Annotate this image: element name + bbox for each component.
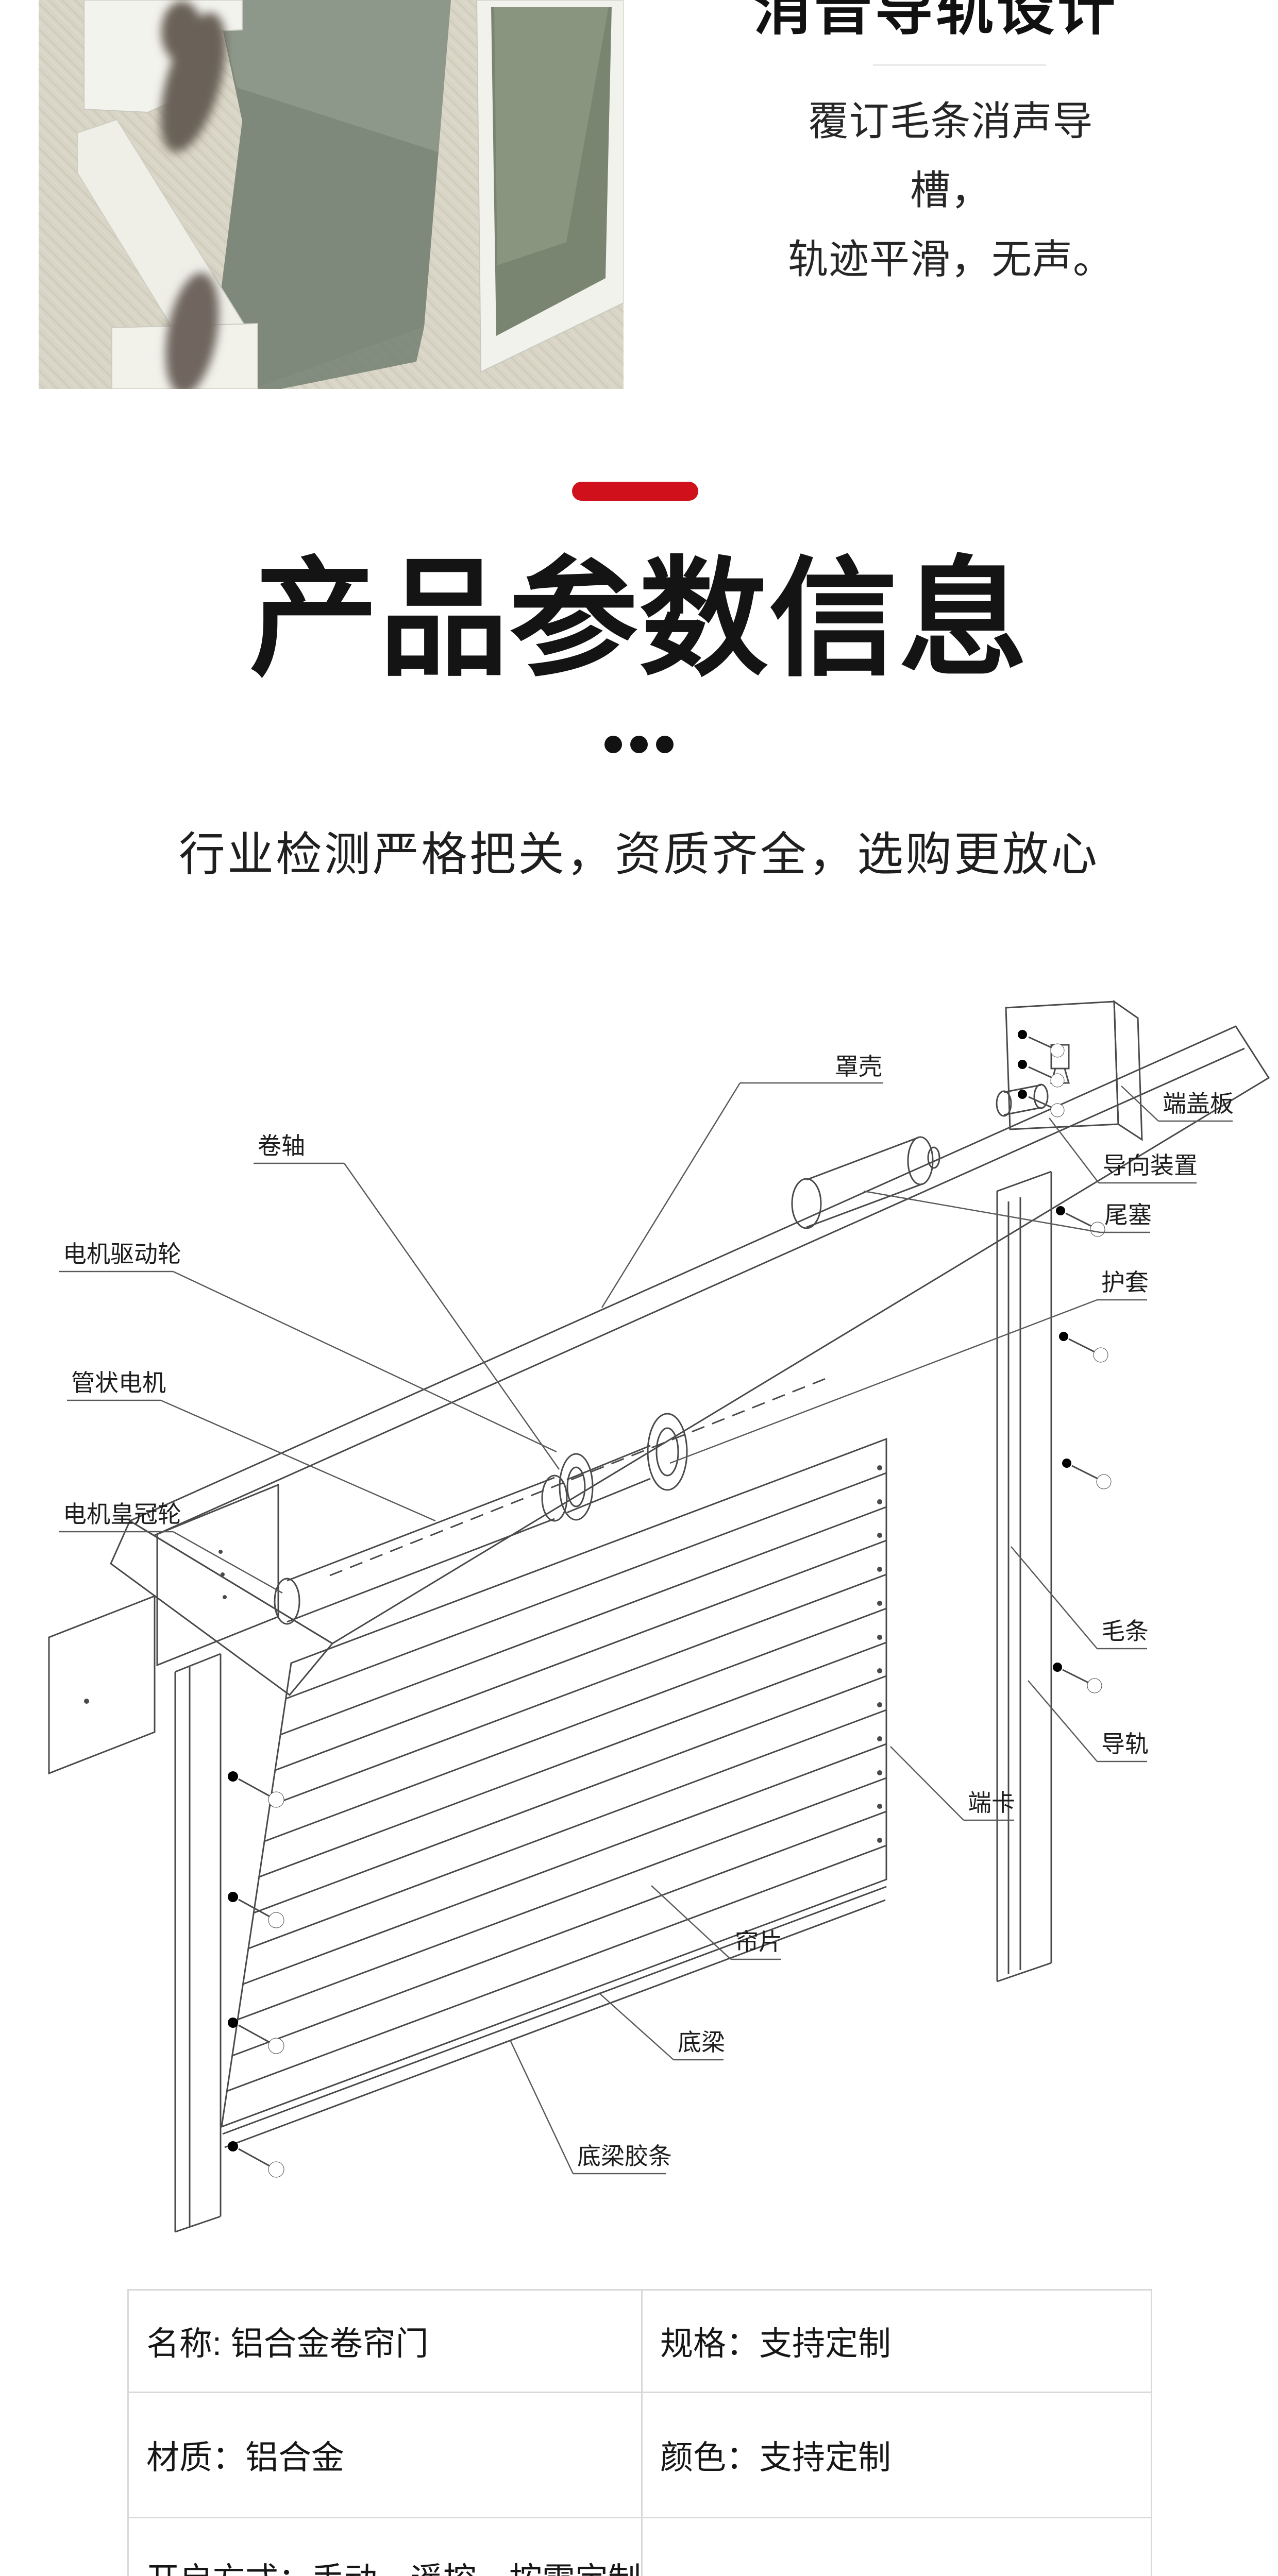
label-brush-strip: 毛条 [1101, 1618, 1149, 1645]
cover-shell-drawing [110, 1025, 1270, 1697]
label-bottom-bar: 底梁 [678, 2029, 725, 2056]
hero-title: 消音导轨设计 [753, 0, 1118, 41]
roller-tube-drawing [274, 1413, 688, 1625]
curtain-drawing [221, 1437, 887, 2148]
spec-opening-mode: 开启方式：手动，遥控，按需定制 [129, 2518, 641, 2576]
hero-description: 覆订毛条消声导槽， 轨迹平滑，无声。 [770, 87, 1131, 294]
section-subtitle: 行业检测严格把关，资质齐全，选购更放心 [179, 829, 1099, 880]
rail-profile-photo-art [39, 0, 624, 389]
label-end-cap-plate: 端盖板 [1163, 1090, 1234, 1117]
section-title: 产品参数信息 [249, 549, 1029, 692]
motor-bracket-drawing [48, 1483, 279, 1775]
hero-divider [873, 64, 1046, 66]
section-dots [0, 736, 1278, 753]
table-row: 开启方式：手动，遥控，按需定制 [129, 2517, 1151, 2576]
brush-strip-bottom [165, 273, 219, 389]
spec-name: 名称: 铝合金卷帘门 [146, 2325, 429, 2362]
hero-desc-line2: 轨迹平滑，无声。 [787, 236, 1114, 282]
table-row: 名称: 铝合金卷帘门 规格：支持定制 [129, 2291, 1151, 2392]
label-tail-plug: 尾塞 [1104, 1201, 1152, 1228]
label-motor-crown-wheel: 电机皇冠轮 [63, 1501, 181, 1528]
label-guide-rail: 导轨 [1101, 1731, 1149, 1757]
label-guide-device: 导向装置 [1103, 1152, 1198, 1179]
hero-desc-line1: 覆订毛条消声导槽， [808, 98, 1094, 213]
end-cap-plate-drawing [996, 1000, 1143, 1141]
brush-strip-top [160, 1, 226, 152]
exploded-diagram: 卷轴 电机驱动轮 管状电机 电机皇冠轮 罩壳 端盖板 导向装置 尾塞 护套 毛条… [48, 1000, 1270, 2233]
spec-color: 颜色：支持定制 [641, 2393, 1151, 2517]
label-motor-drive-wheel: 电机驱动轮 [63, 1241, 181, 1267]
label-protective-sleeve: 护套 [1101, 1269, 1149, 1296]
label-end-clip: 端卡 [968, 1789, 1015, 1816]
label-bottom-bar-rubber: 底梁胶条 [577, 2143, 672, 2170]
right-rail-drawing [996, 1171, 1112, 1982]
label-cover-shell: 罩壳 [835, 1053, 882, 1080]
diagram-labels: 卷轴 电机驱动轮 管状电机 电机皇冠轮 罩壳 端盖板 导向装置 尾塞 护套 毛条… [59, 1053, 1234, 2175]
table-row: 材质：铝合金 颜色：支持定制 [129, 2392, 1151, 2517]
axis-dashed-line [329, 1376, 831, 1577]
accent-bar [572, 482, 698, 501]
left-rail-drawing [174, 1653, 284, 2233]
spec-size: 规格：支持定制 [641, 2291, 1151, 2392]
spec-material: 材质：铝合金 [146, 2439, 344, 2476]
spec-table: 名称: 铝合金卷帘门 规格：支持定制 材质：铝合金 颜色：支持定制 开启方式：手… [127, 2289, 1152, 2576]
label-curtain-slat: 帘片 [735, 1928, 782, 1955]
product-photo [39, 0, 624, 389]
label-roller-shaft: 卷轴 [258, 1132, 305, 1159]
spec-empty-cell [641, 2518, 1151, 2576]
label-tubular-motor: 管状电机 [71, 1369, 166, 1396]
tail-plug-tube-drawing [791, 1136, 940, 1229]
